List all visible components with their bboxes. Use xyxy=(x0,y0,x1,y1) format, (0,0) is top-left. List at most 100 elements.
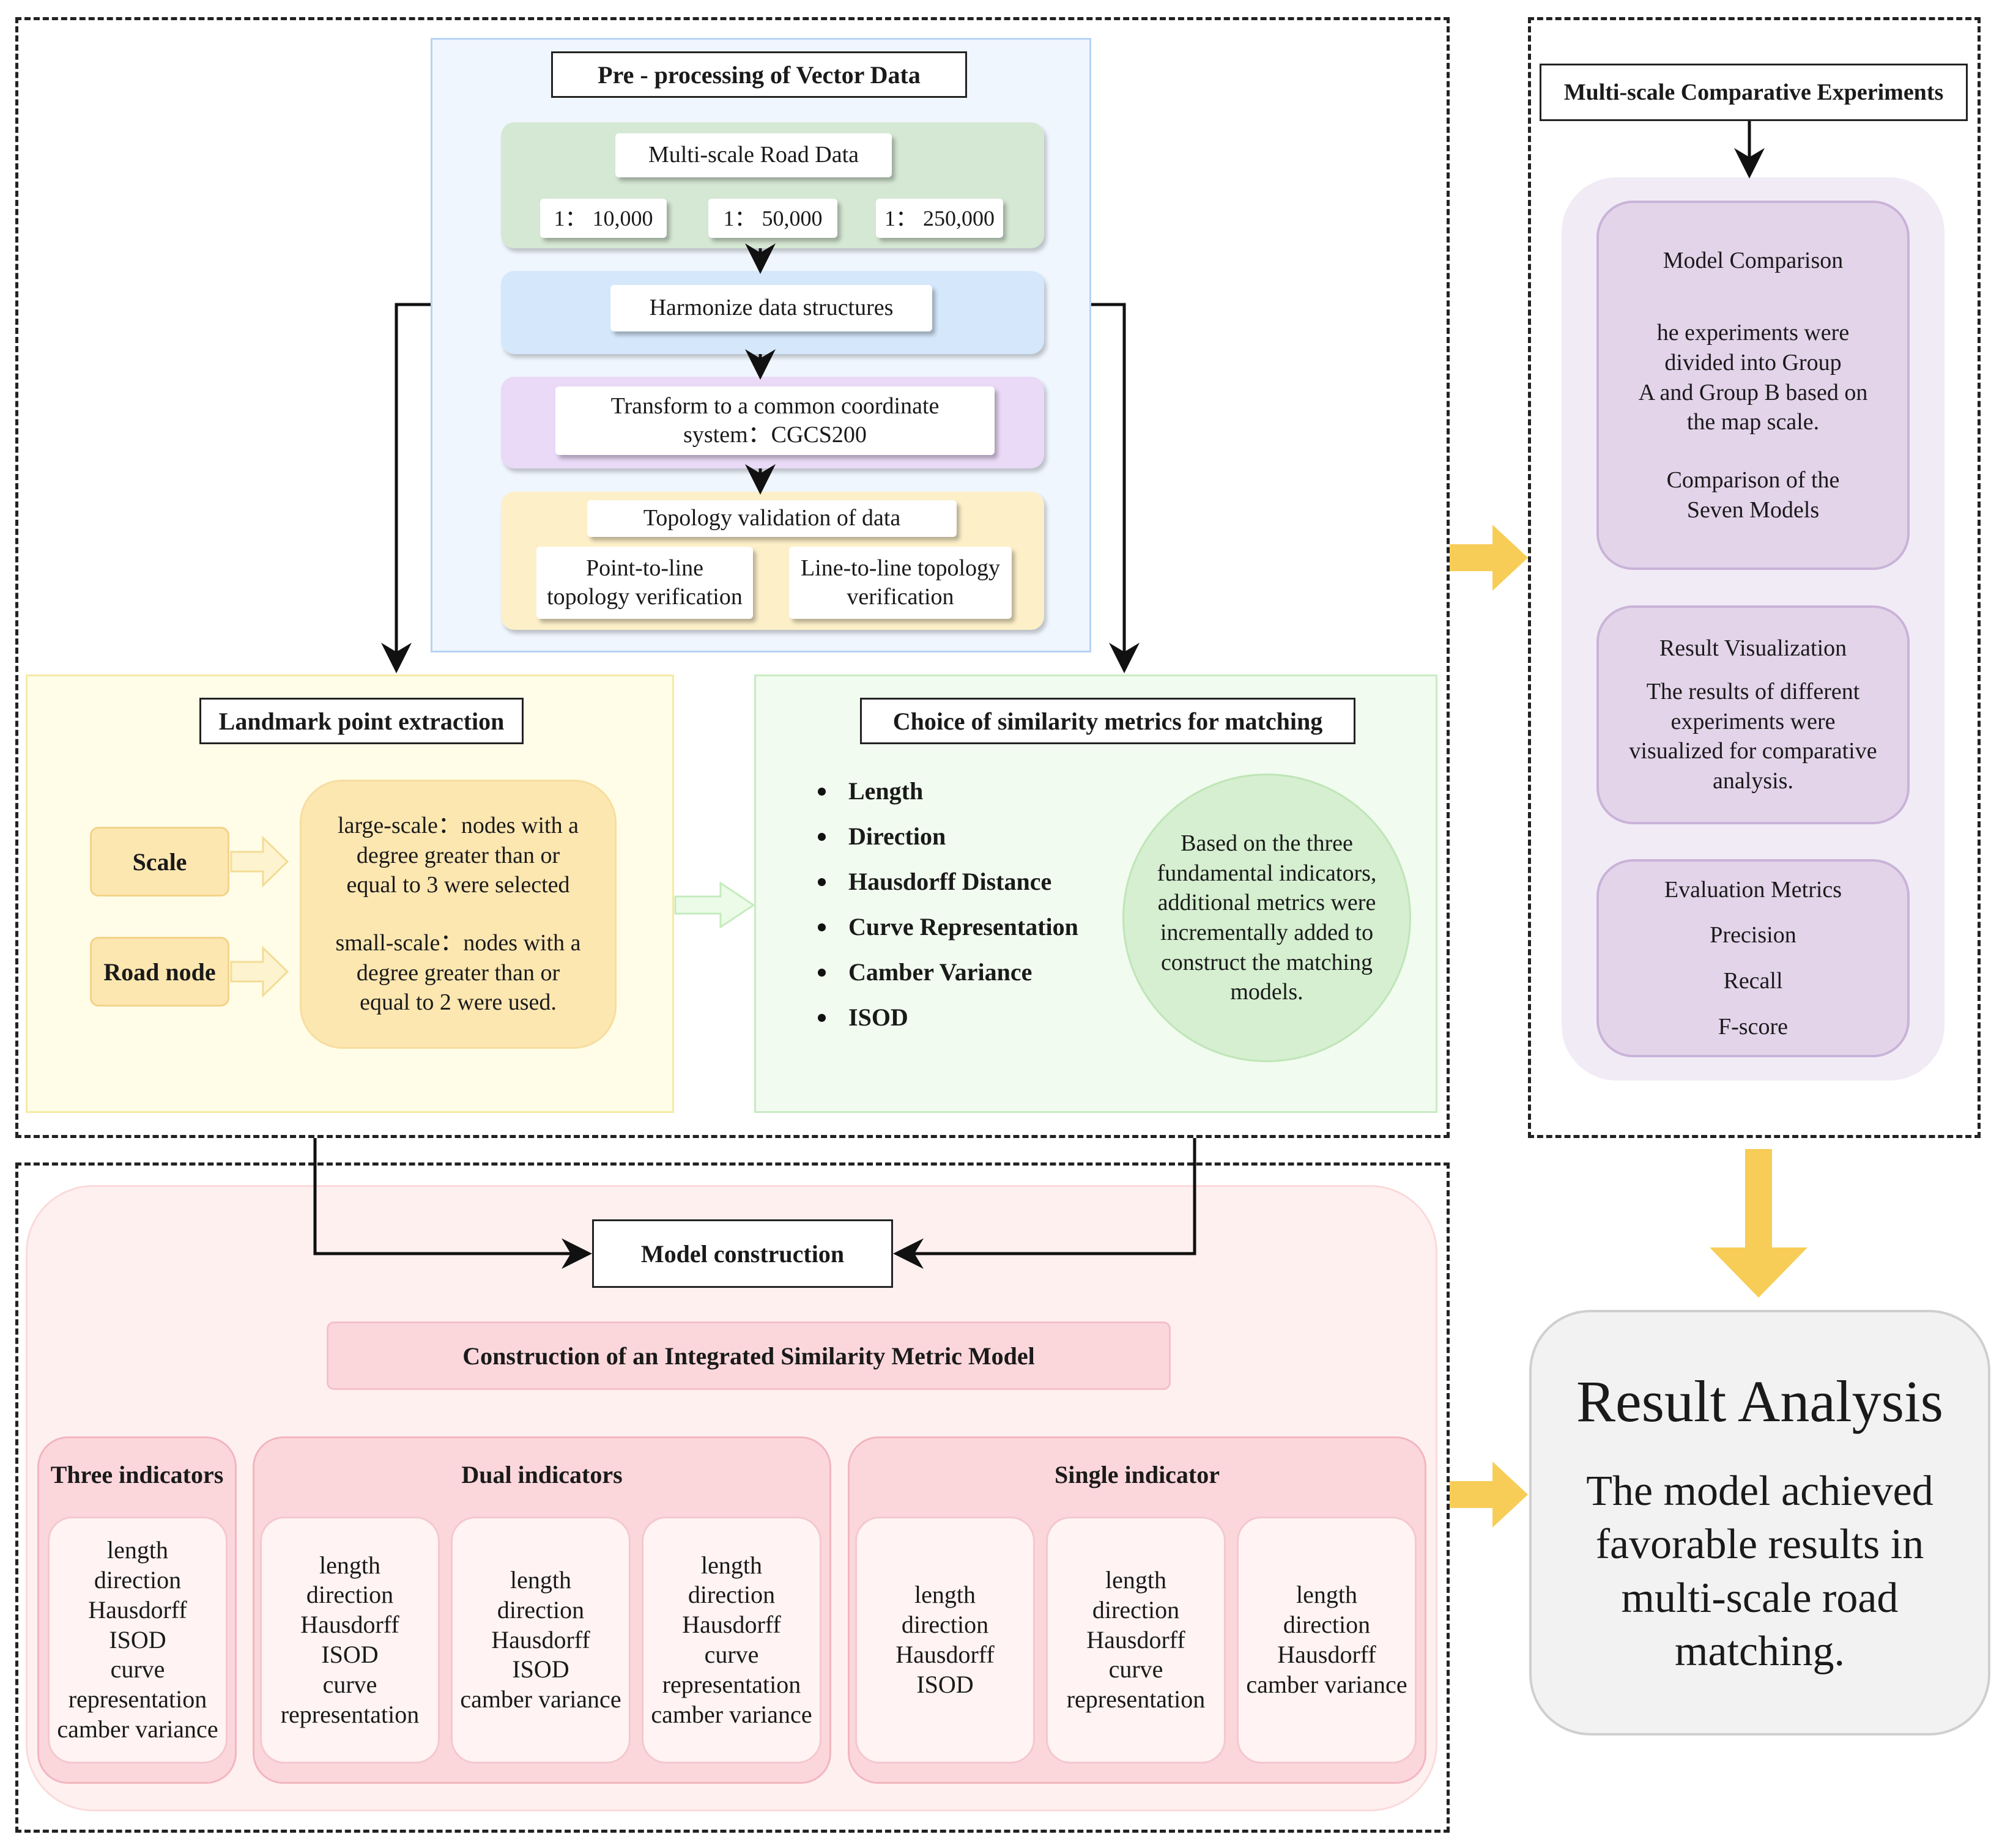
single-indicator-box-1: length direction Hausdorff ISOD xyxy=(855,1517,1035,1764)
three-indicators-title: Three indicators xyxy=(50,1460,224,1488)
experiments-title: Multi-scale Comparative Experiments xyxy=(1540,64,1968,121)
road-node-arrow-icon xyxy=(230,945,289,998)
small-scale-line-3: equal to 2 were used. xyxy=(360,989,557,1016)
rv-line-4: analysis. xyxy=(1713,767,1793,794)
evaluation-metrics-box: Evaluation Metrics Precision Recall F-sc… xyxy=(1596,859,1910,1057)
metric-list: Length Direction Hausdorff Distance Curv… xyxy=(818,777,1148,1048)
top-left-region xyxy=(15,17,1450,1138)
leaf-line: representation xyxy=(662,1670,801,1698)
metric-isod: ISOD xyxy=(818,1003,1148,1032)
model-title: Model construction xyxy=(592,1219,893,1288)
evaluation-recall: Recall xyxy=(1723,968,1783,994)
metric-note-circle: Based on the three fundamental indicator… xyxy=(1122,774,1411,1062)
large-scale-line-3: equal to 3 were selected xyxy=(346,872,570,898)
leaf-line: Hausdorff xyxy=(682,1611,781,1639)
top-right-region xyxy=(1528,17,1981,1138)
metric-direction: Direction xyxy=(818,822,1148,851)
result-line-2: favorable results in xyxy=(1595,1521,1924,1568)
leaf-line: curve xyxy=(704,1641,759,1668)
note-line-3: additional metrics were xyxy=(1157,890,1376,916)
note-line-2: fundamental indicators, xyxy=(1157,860,1377,886)
leaf-line: ISOD xyxy=(916,1670,974,1698)
evaluation-title: Evaluation Metrics xyxy=(1664,876,1842,903)
topology-title: Topology validation of data xyxy=(587,500,957,537)
line-to-line-line-2: verification xyxy=(847,584,954,610)
model-comparison-box: Model Comparison he experiments were div… xyxy=(1596,201,1910,570)
dual-indicators-box-1: length direction Hausdorff ISOD curve re… xyxy=(260,1517,440,1764)
point-to-line-line-2: topology verification xyxy=(547,584,743,610)
bottom-region xyxy=(15,1162,1450,1833)
three-indicators-box: length direction Hausdorff ISOD curve re… xyxy=(48,1517,228,1764)
line-to-line-chip: Line-to-line topology verification xyxy=(789,547,1012,619)
experiments-to-result-arrow-icon xyxy=(1710,1149,1807,1298)
note-line-6: models. xyxy=(1230,979,1303,1005)
result-analysis-box: Result Analysis The model achieved favor… xyxy=(1529,1310,1990,1735)
scale-chip-250000: 1： 250,000 xyxy=(876,199,1003,238)
model-to-result-arrow-icon xyxy=(1450,1462,1528,1528)
leaf-line: Hausdorff xyxy=(895,1641,995,1668)
rv-line-3: visualized for comparative xyxy=(1629,738,1877,764)
leaf-line: camber variance xyxy=(1246,1670,1407,1698)
small-scale-line-1: small-scale：nodes with a xyxy=(335,930,581,956)
scale-chip-50000: 1： 50,000 xyxy=(708,199,837,238)
leaf-line: representation xyxy=(1066,1685,1206,1713)
transform-line-1: Transform to a common coordinate xyxy=(610,393,940,419)
transform-chip: Transform to a common coordinate system：… xyxy=(555,386,995,455)
harmonize-chip: Harmonize data structures xyxy=(610,285,932,331)
note-line-4: incrementally added to xyxy=(1160,920,1374,945)
leaf-line: Hausdorff xyxy=(1277,1641,1376,1668)
landmark-to-similarity-arrow-icon xyxy=(674,881,755,929)
mc-line-2: divided into Group xyxy=(1664,350,1842,376)
leaf-line: camber variance xyxy=(651,1700,812,1728)
arrow-similarity-to-model xyxy=(893,1138,1196,1269)
leaf-line: length xyxy=(510,1566,571,1594)
leaf-line: Hausdorff xyxy=(300,1611,399,1639)
leaf-line: representation xyxy=(280,1700,420,1728)
leaf-line: ISOD xyxy=(512,1655,569,1684)
single-indicator-title: Single indicator xyxy=(1054,1460,1220,1488)
result-title: Result Analysis xyxy=(1576,1368,1944,1434)
small-scale-line-2: degree greater than or xyxy=(356,959,560,986)
model-comparison-title: Model Comparison xyxy=(1663,247,1844,273)
result-visualization-box: Result Visualization The results of diff… xyxy=(1596,605,1910,824)
leaf-line: direction xyxy=(1092,1595,1180,1624)
leaf-line: direction xyxy=(306,1581,394,1609)
mc-line-4: the map scale. xyxy=(1686,409,1820,435)
leaf-line: Hausdorff xyxy=(88,1595,187,1624)
leaf-line: length xyxy=(914,1581,976,1609)
mc-line-5: Comparison of the xyxy=(1666,467,1840,493)
leaf-line: ISOD xyxy=(321,1641,379,1668)
leaf-line: length xyxy=(319,1551,380,1579)
arrow-preprocessing-to-similarity xyxy=(1091,303,1140,673)
single-indicator-box-2: length direction Hausdorff curve represe… xyxy=(1046,1517,1226,1764)
result-visualization-title: Result Visualization xyxy=(1659,635,1847,662)
metric-camber: Camber Variance xyxy=(818,958,1148,986)
leaf-line: representation xyxy=(68,1685,207,1713)
arrow-landmark-to-model xyxy=(313,1138,592,1269)
leaf-line: curve xyxy=(1108,1655,1163,1684)
evaluation-precision: Precision xyxy=(1710,922,1796,948)
top-to-experiments-arrow-icon xyxy=(1450,525,1528,591)
dual-indicators-box-2: length direction Hausdorff ISOD camber v… xyxy=(451,1517,631,1764)
leaf-line: direction xyxy=(901,1611,989,1639)
large-scale-line-2: degree greater than or xyxy=(356,842,560,868)
leaf-line: camber variance xyxy=(57,1715,218,1743)
evaluation-fscore: F-score xyxy=(1718,1013,1788,1040)
arrow-preprocessing-to-landmark xyxy=(381,303,431,673)
mc-line-3: A and Group B based on xyxy=(1638,379,1868,405)
dual-indicators-title: Dual indicators xyxy=(461,1460,623,1488)
leaf-line: direction xyxy=(688,1581,776,1609)
landmark-description: large-scale：nodes with a degree greater … xyxy=(300,780,617,1049)
note-line-5: construct the matching xyxy=(1160,949,1373,975)
leaf-line: length xyxy=(701,1551,762,1579)
leaf-line: direction xyxy=(94,1566,182,1594)
scale-arrow-icon xyxy=(230,835,289,888)
metric-length: Length xyxy=(818,777,1148,805)
mc-line-1: he experiments were xyxy=(1656,320,1850,346)
large-scale-line-1: large-scale：nodes with a xyxy=(338,813,579,839)
preprocessing-title: Pre - processing of Vector Data xyxy=(551,51,967,98)
landmark-title: Landmark point extraction xyxy=(199,698,524,744)
leaf-line: ISOD xyxy=(109,1625,166,1654)
line-to-line-line-1: Line-to-line topology xyxy=(800,555,1001,581)
